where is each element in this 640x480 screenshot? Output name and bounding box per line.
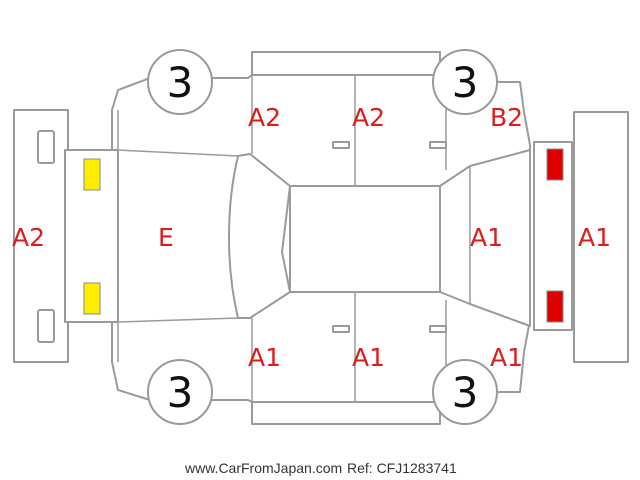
- door-handle-icon: [332, 325, 350, 333]
- wheel-rear-left-rating: 3: [452, 58, 479, 107]
- car-body: [64, 51, 573, 425]
- rear-light-marker: [546, 290, 564, 323]
- door-handle-icon: [429, 141, 447, 149]
- wheel-front-right: 3: [147, 359, 213, 425]
- footer-ref: Ref: CFJ1283741: [347, 460, 457, 476]
- code-front-left-door: A2: [248, 103, 281, 132]
- code-rear-left-door: A2: [352, 103, 385, 132]
- wheel-rear-right: 3: [432, 359, 498, 425]
- wheel-front-left-rating: 3: [167, 58, 194, 107]
- wheel-front-left: 3: [147, 49, 213, 115]
- door-handle-icon: [429, 325, 447, 333]
- code-rear-left-quarter: B2: [490, 103, 523, 132]
- code-roof-rear: A1: [470, 223, 503, 252]
- wheel-front-right-rating: 3: [167, 368, 194, 417]
- code-rear-right-quarter: A1: [490, 343, 523, 372]
- door-handle-icon: [332, 141, 350, 149]
- footer-site: www.CarFromJapan.com: [184, 460, 342, 476]
- code-front-right-door: A1: [248, 343, 281, 372]
- front-bumper: [13, 109, 69, 363]
- code-rear-bumper: A1: [578, 223, 611, 252]
- code-rear-right-door: A1: [352, 343, 385, 372]
- front-light-marker: [83, 282, 101, 315]
- code-front-bumper: A2: [12, 223, 45, 252]
- wheel-rear-left: 3: [432, 49, 498, 115]
- wheel-rear-right-rating: 3: [452, 368, 479, 417]
- rear-bumper: [573, 111, 629, 363]
- code-hood: E: [158, 223, 174, 252]
- front-light-marker: [83, 158, 101, 191]
- rear-light-marker: [546, 148, 564, 181]
